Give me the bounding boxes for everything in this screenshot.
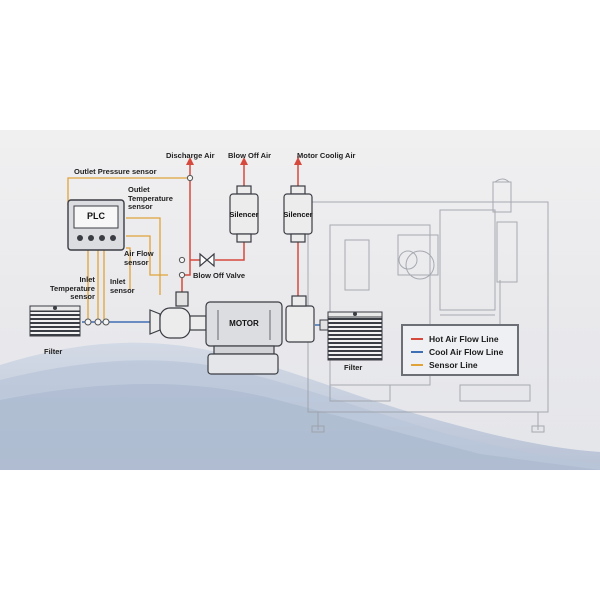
legend-swatch-sensor	[411, 363, 423, 366]
sensor-lines	[67, 177, 190, 322]
flow-arrows	[186, 157, 302, 165]
diagram-board: Outlet Pressure sensor Discharge Air Blo…	[0, 130, 600, 470]
blower-unit	[149, 291, 207, 339]
legend-swatch-hot-air	[411, 337, 423, 340]
legend-item-hot-air: Hot Air Flow Line	[411, 332, 509, 345]
label-inlet-temperature-sensor: Inlet Temperature sensor	[50, 275, 95, 301]
label-filter-left: Filter	[44, 347, 63, 356]
label-discharge-air: Discharge Air	[166, 151, 215, 160]
plc-label: PLC	[87, 211, 105, 221]
label-blow-off-air: Blow Off Air	[228, 151, 272, 160]
motor-label: MOTOR	[229, 319, 259, 328]
legend-label: Cool Air Flow Line	[429, 346, 504, 357]
motor-cooling-housing	[285, 295, 315, 343]
label-outlet-pressure-sensor: Outlet Pressure sensor	[74, 167, 157, 176]
legend-swatch-cool-air	[411, 350, 423, 353]
legend: Hot Air Flow Line Cool Air Flow Line Sen…	[401, 324, 519, 376]
motor-unit	[205, 301, 283, 375]
sensor-nodes	[84, 174, 194, 326]
plc-unit	[67, 199, 125, 251]
legend-label: Sensor Line	[429, 359, 478, 370]
label-outlet-temperature-sensor: Outlet Temperature sensor	[128, 185, 173, 211]
machine-outline	[307, 178, 549, 433]
label-air-flow-sensor: Air Flow sensor	[124, 249, 154, 267]
legend-item-sensor: Sensor Line	[411, 358, 509, 371]
silencer-1-label: Silencer	[229, 210, 259, 219]
label-filter-right: Filter	[344, 363, 363, 372]
blow-off-valve-shape	[199, 252, 215, 268]
silencer-2-label: Silencer	[283, 210, 313, 219]
filter-left	[29, 305, 81, 337]
legend-item-cool-air: Cool Air Flow Line	[411, 345, 509, 358]
label-blow-off-valve: Blow Off Valve	[193, 271, 246, 280]
flow-diagram	[0, 156, 600, 470]
wave-background	[0, 342, 600, 470]
silencer-1-shape	[229, 185, 259, 243]
legend-label: Hot Air Flow Line	[429, 333, 499, 344]
silencer-2-shape	[283, 185, 313, 243]
filter-right	[319, 311, 383, 361]
label-motor-cooling-air: Motor Coolig Air	[297, 151, 356, 160]
label-inlet-sensor: Inlet sensor	[110, 277, 135, 295]
